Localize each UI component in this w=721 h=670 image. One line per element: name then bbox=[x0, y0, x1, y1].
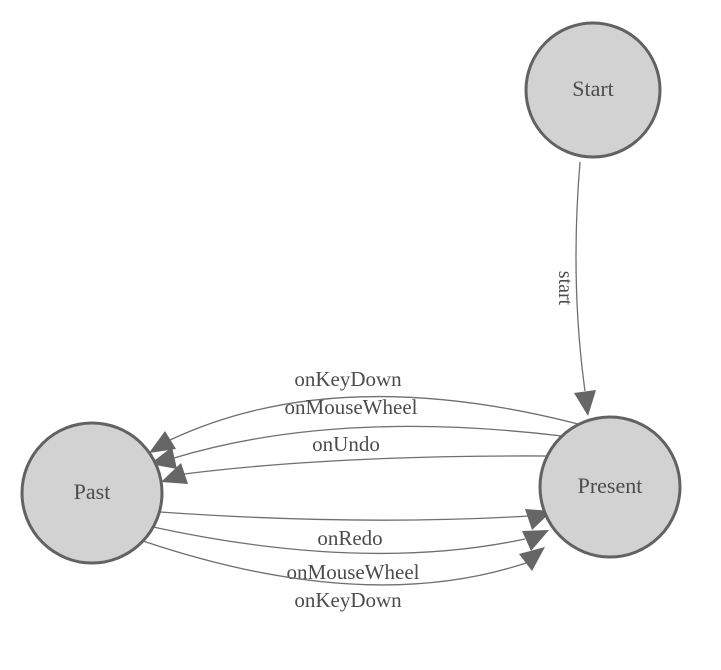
state-node-past[interactable]: Past bbox=[20, 421, 164, 565]
state-circle-present[interactable] bbox=[538, 415, 682, 559]
edge-onkeydown-to-present-label: onKeyDown bbox=[294, 588, 402, 612]
state-node-present[interactable]: Present bbox=[538, 415, 682, 559]
edge-onkeydown-to-present: onKeyDown bbox=[142, 540, 545, 612]
edge-onredo-to-present-path bbox=[159, 511, 530, 521]
state-circle-start[interactable] bbox=[524, 21, 662, 159]
edge-onkeydown-to-past: onKeyDown bbox=[149, 367, 579, 453]
edge-onundo-to-past: onUndo bbox=[161, 432, 548, 484]
edge-onredo-to-present: onRedo bbox=[159, 509, 552, 550]
edge-start-transition-path bbox=[575, 161, 586, 392]
state-node-start[interactable]: Start bbox=[524, 21, 662, 159]
edge-onmousewheel-to-present-arrowhead bbox=[522, 530, 549, 551]
edge-onkeydown-to-present-arrowhead bbox=[519, 547, 545, 571]
edge-onkeydown-to-past-arrowhead bbox=[149, 431, 176, 453]
edge-onundo-to-past-arrowhead bbox=[161, 463, 188, 484]
edge-onundo-to-past-label: onUndo bbox=[312, 432, 380, 456]
edge-start-transition-arrowhead bbox=[574, 390, 596, 416]
state-circle-past[interactable] bbox=[20, 421, 164, 565]
edge-onmousewheel-to-past-label: onMouseWheel bbox=[285, 395, 418, 419]
edge-start-transition-label: start bbox=[554, 271, 576, 306]
edge-onmousewheel-to-present-path bbox=[152, 526, 526, 555]
edge-onkeydown-to-past-path bbox=[169, 395, 579, 441]
state-label-past: Past bbox=[74, 479, 111, 504]
edge-onredo-to-present-label: onRedo bbox=[317, 526, 382, 550]
edge-onmousewheel-to-past-path bbox=[173, 425, 563, 459]
edge-onkeydown-to-present-path bbox=[142, 540, 527, 586]
edge-onmousewheel-to-past: onMouseWheel bbox=[150, 395, 563, 469]
state-label-present: Present bbox=[578, 473, 643, 498]
edge-onkeydown-to-past-label: onKeyDown bbox=[294, 367, 402, 391]
edge-onundo-to-past-path bbox=[183, 455, 548, 475]
edge-start-transition: start bbox=[554, 161, 596, 416]
state-label-start: Start bbox=[572, 76, 614, 101]
